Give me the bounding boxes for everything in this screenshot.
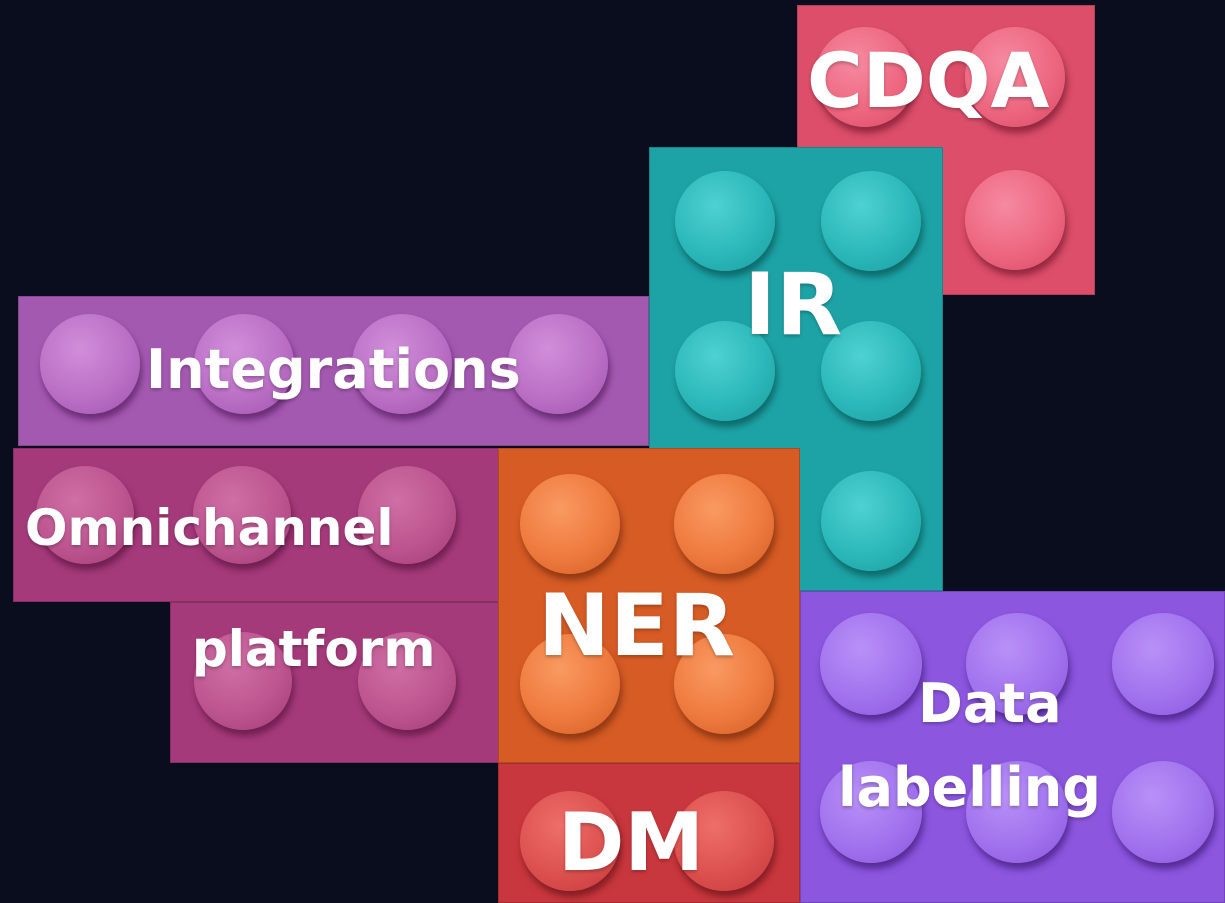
stud: [821, 471, 921, 571]
stud: [966, 613, 1068, 715]
dm-label: DM: [558, 796, 705, 889]
integrations-label: Integrations: [146, 338, 521, 401]
stud: [965, 27, 1065, 127]
stud: [520, 474, 620, 574]
ner-label: NER: [538, 576, 735, 676]
stud: [674, 474, 774, 574]
stud: [815, 27, 915, 127]
stud: [821, 321, 921, 421]
stud: [194, 632, 292, 730]
stud: [36, 466, 134, 564]
stud: [520, 791, 620, 891]
omnichannel-label-line2: platform: [192, 620, 436, 678]
stud: [674, 634, 774, 734]
stud: [965, 170, 1065, 270]
omnichannel-block: Omnichannel: [13, 448, 499, 602]
stud: [1112, 613, 1214, 715]
stud: [675, 171, 775, 271]
omnichannel-block-lower: platform: [170, 602, 499, 763]
ir-label: IR: [744, 255, 843, 355]
cdqa-label: CDQA: [807, 36, 1050, 125]
stud: [358, 466, 456, 564]
stud: [40, 314, 140, 414]
stud: [508, 314, 608, 414]
stud: [820, 761, 922, 863]
integrations-block: Integrations: [18, 296, 649, 446]
stud: [520, 634, 620, 734]
stud: [820, 613, 922, 715]
stud: [821, 171, 921, 271]
stud: [193, 466, 291, 564]
stud: [352, 314, 452, 414]
dm-block: DM: [498, 763, 800, 903]
data-labelling-block: Data labelling: [800, 591, 1225, 903]
omnichannel-label-line1: Omnichannel: [25, 499, 394, 557]
stud: [1112, 761, 1214, 863]
ner-block: NER: [498, 448, 800, 763]
stud: [674, 791, 774, 891]
stud: [358, 632, 456, 730]
data-labelling-label-line1: Data: [918, 672, 1062, 735]
data-labelling-label-line2: labelling: [838, 756, 1101, 819]
stud: [194, 314, 294, 414]
stud: [675, 321, 775, 421]
stud: [966, 761, 1068, 863]
